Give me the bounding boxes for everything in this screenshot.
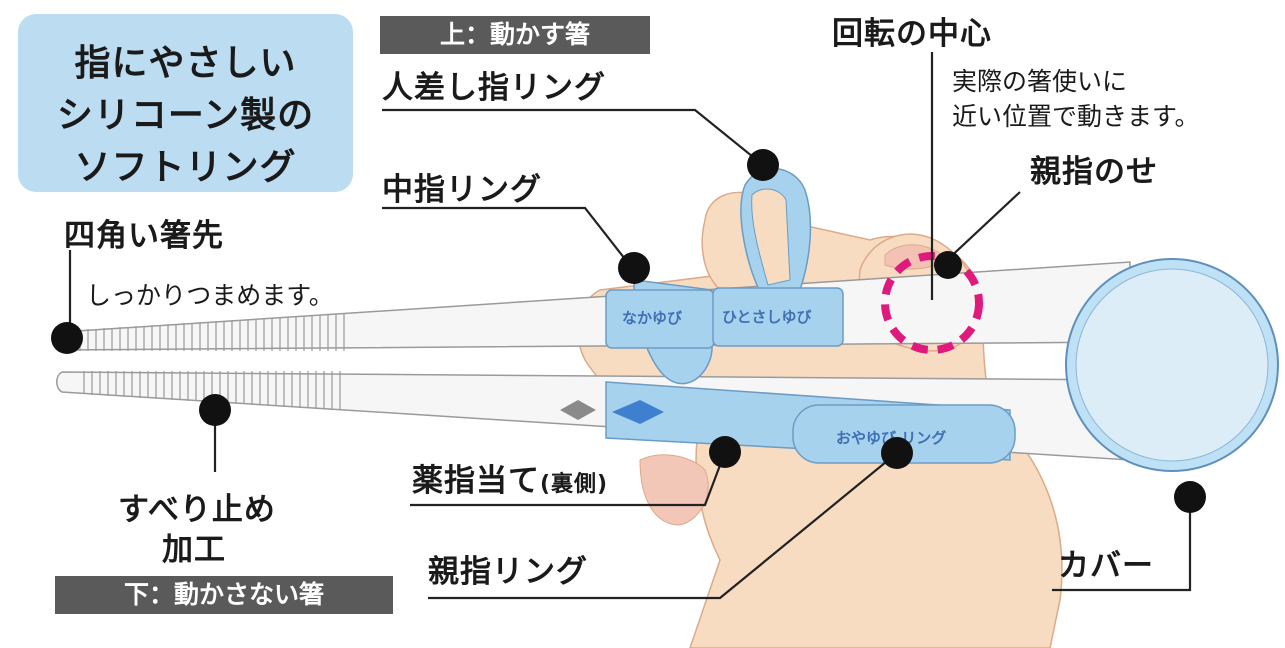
rotation-note-line-1: 実際の箸使いに [952,67,1128,96]
thumb-ring-print: おやゆび リング [836,429,946,447]
dot-non-slip [199,394,231,426]
non-slip-label-line-2: 加工 [162,532,226,568]
square-tip-label: 四角い箸先 [64,218,224,254]
dot-thumb-rest [934,251,962,279]
dot-ring-finger [709,436,741,468]
leader-middle-ring [382,206,633,269]
index-ring-print: ひとさしゆび [722,308,812,326]
leader-thumb-rest [944,191,1021,263]
index-ring-inner [751,188,791,286]
leader-index-ring [382,108,764,166]
rotation-note-line-2: 近い位置で動きます。 [952,102,1200,131]
finger-shadow [639,454,709,526]
leader-ring-finger [410,451,727,507]
index-ring-band [712,287,844,347]
cover-label: カバー [1058,548,1154,584]
dot-index-ring [747,149,779,181]
lower-chopstick-tag: 下：動かさない箸 [55,576,393,614]
leader-lines [68,52,1192,600]
dot-square-tip [51,322,83,354]
gray-diamond-icon [560,400,596,420]
upper-chopstick-tag: 上：動かす箸 [380,16,650,54]
cover-inner [1075,268,1269,462]
dot-thumb-ring [881,437,913,469]
title-box: 指にやさしい シリコーン製の ソフトリング [18,14,353,192]
upper-grip-ridges [79,313,345,351]
non-slip-label-line-1: すべり止め [118,492,276,528]
leader-cover [1052,500,1192,592]
ring-finger-label-note: (裏側) [540,472,609,497]
cover-disk [1065,258,1279,472]
middle-ring-print: なかゆび [622,309,682,327]
upper-ring-band: なかゆび ひとさしゆび [605,287,844,349]
square-tip-note: しっかりつまめます。 [86,281,334,310]
dot-middle-ring [618,252,650,284]
thumb-ring: おやゆび リング [792,404,1016,464]
title-line-1: 指にやさしい [74,43,297,84]
title-line-2: シリコーン製の [56,95,315,136]
blue-diamond-icon [612,400,664,424]
title-line-3: ソフトリング [74,147,297,188]
rotation-center-label: 回転の中心 [832,16,992,52]
thumb-rest-label: 親指のせ [1030,154,1158,190]
ring-finger-label: 薬指当て(裏側) [412,455,608,500]
index-ring-label: 人差し指リング [382,70,606,106]
dot-cover [1174,481,1206,513]
leader-thumb-ring [428,452,898,600]
middle-ring-label: 中指リング [382,172,542,208]
leader-dots [51,149,1206,513]
thumb-ring-label: 親指リング [428,554,588,590]
ring-finger-label-main: 薬指当て [412,463,540,499]
